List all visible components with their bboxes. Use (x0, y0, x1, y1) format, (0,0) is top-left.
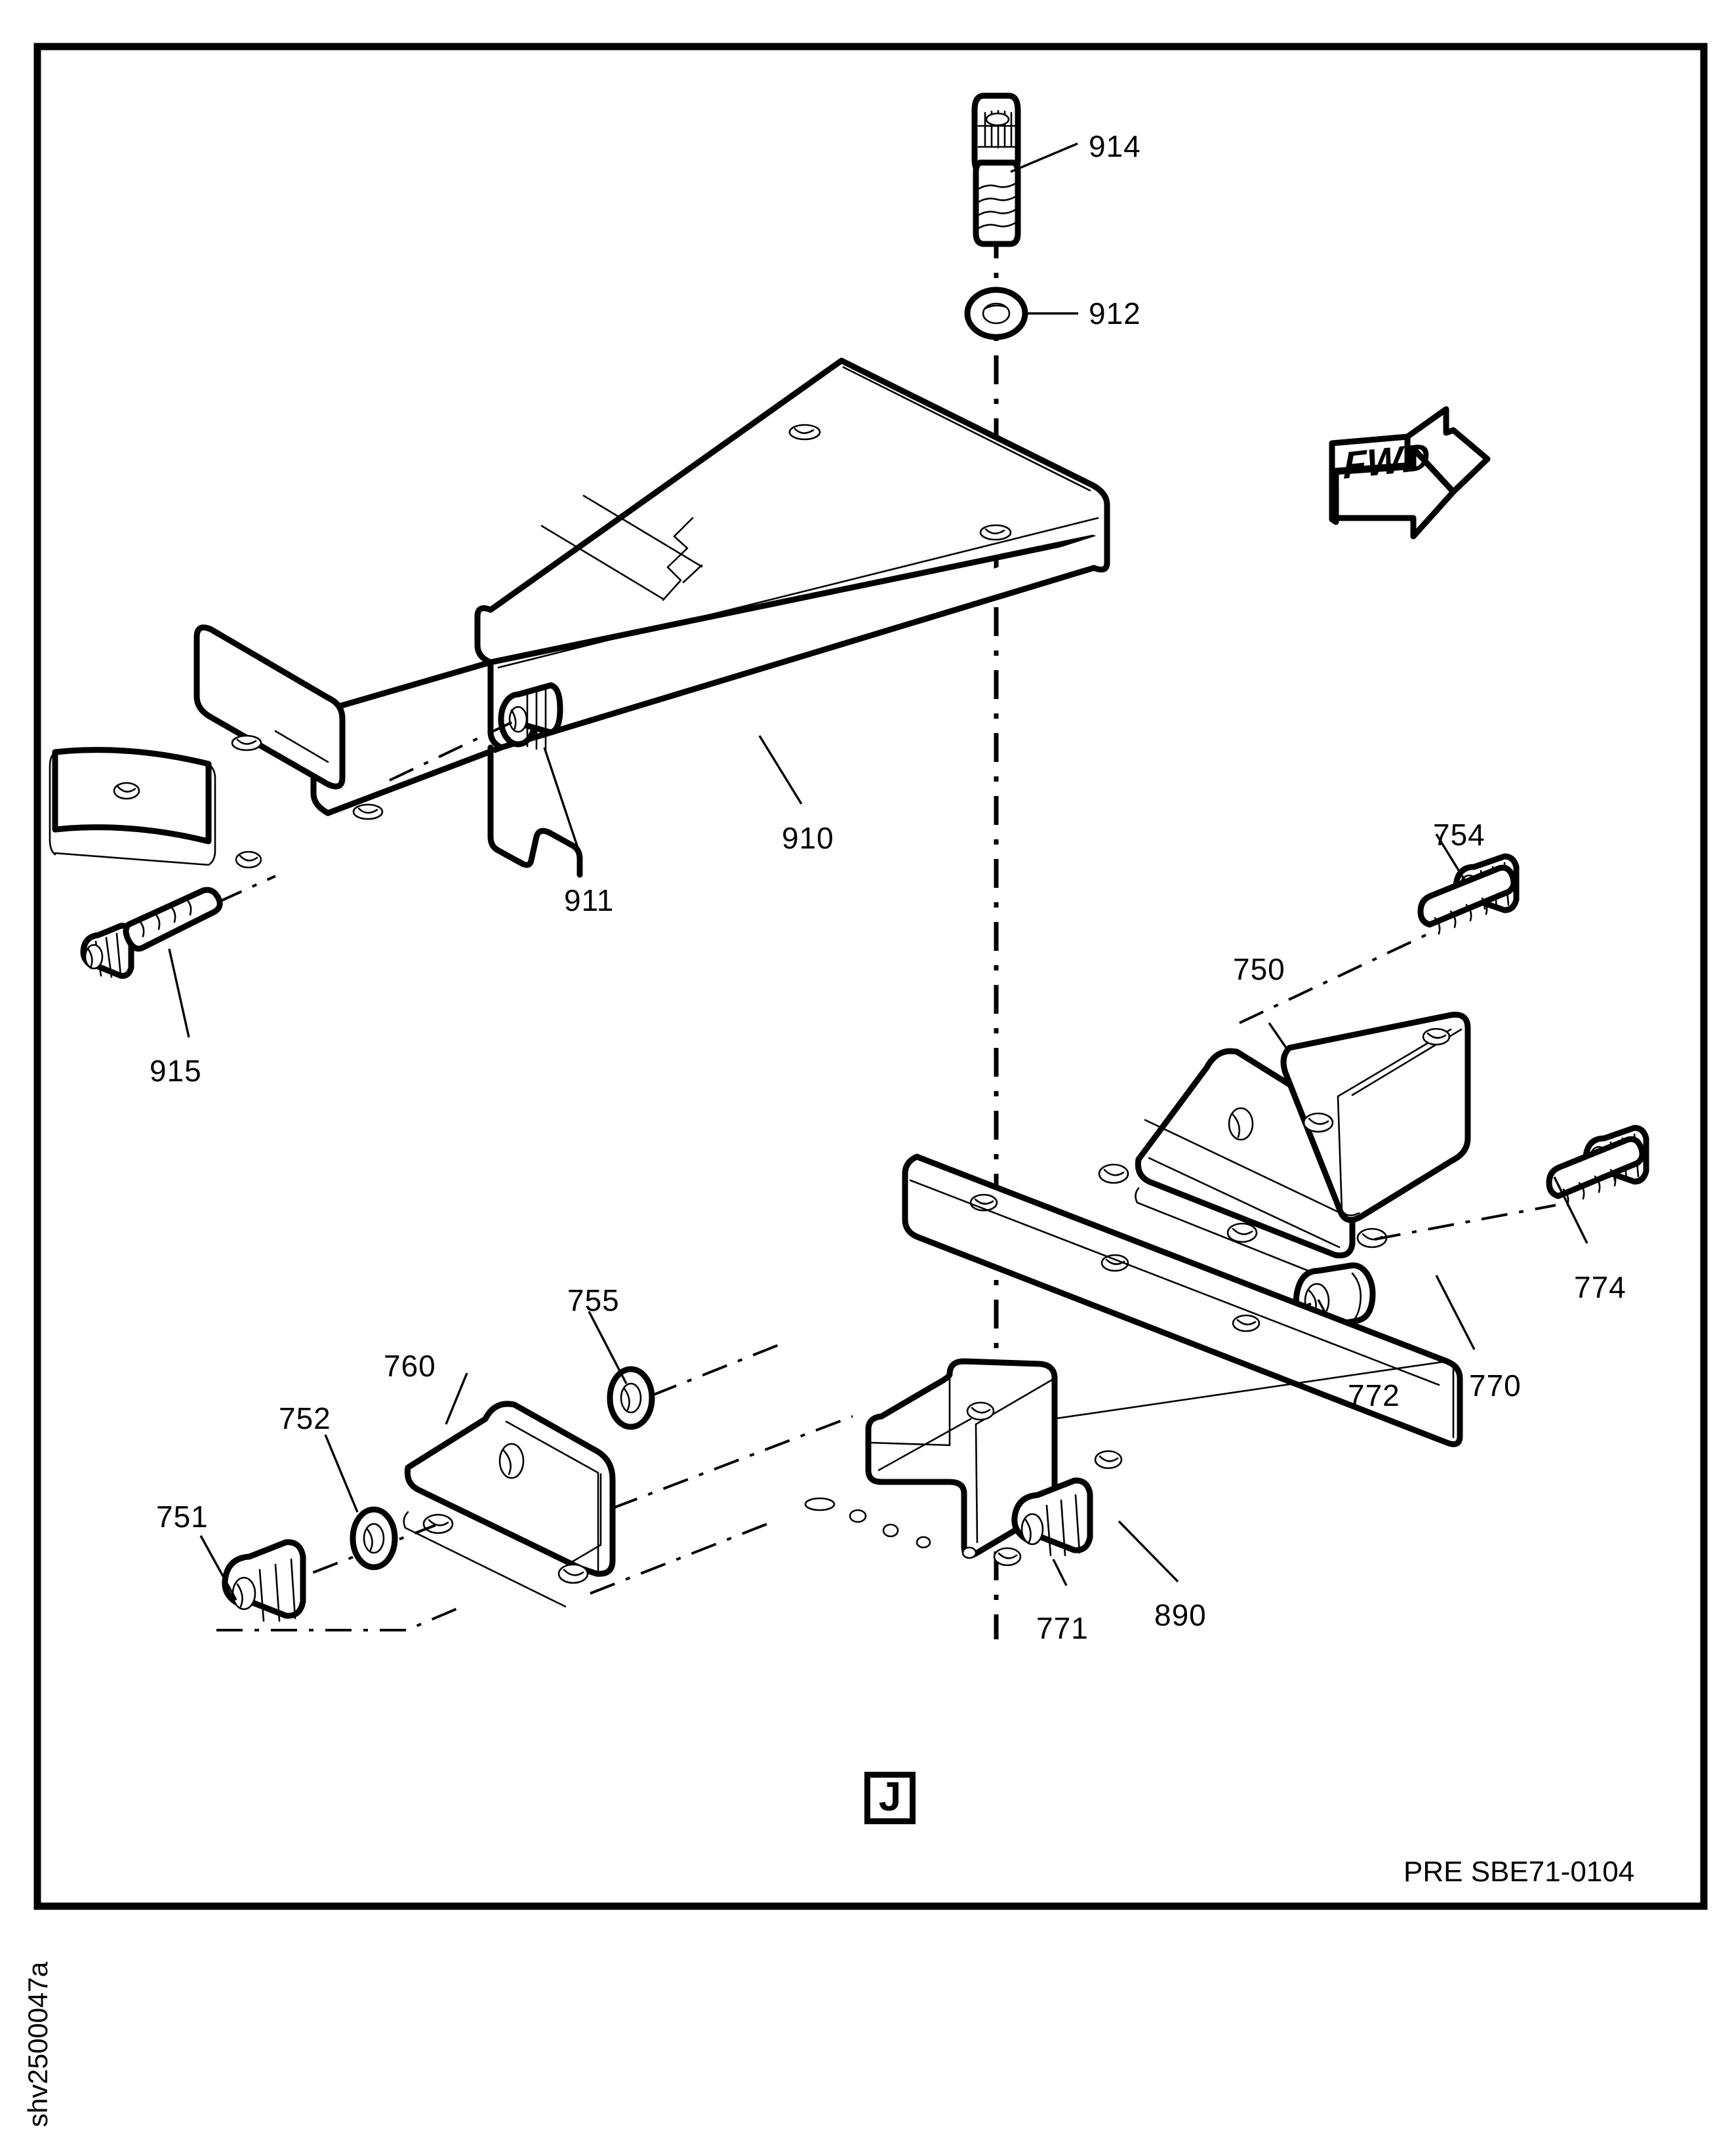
callout-770: 770 (1469, 1368, 1522, 1403)
center-angled-rail (902, 1153, 1463, 1447)
callout-751: 751 (156, 1500, 209, 1534)
callout-910: 910 (782, 821, 834, 855)
callout-771: 771 (1036, 1611, 1089, 1645)
part-752-flat-washer (324, 1434, 398, 1570)
part-910-mounting-plate (193, 357, 1110, 878)
part-755-flat-washer (588, 1311, 788, 1430)
sheet-border (33, 43, 1708, 1910)
part-754-flange-bolt (1239, 833, 1520, 1024)
callout-890: 890 (1154, 1598, 1207, 1632)
section-badge-letter: J (878, 1774, 902, 1820)
part-911-hex-flange-nut (389, 682, 581, 854)
callout-760: 760 (384, 1349, 436, 1383)
part-curved-backing-bar (49, 747, 262, 869)
break-symbol (540, 494, 703, 601)
part-770-mount-bracket-right (1280, 1011, 1476, 1350)
callout-750: 750 (1233, 952, 1285, 986)
section-badge: J (864, 1772, 916, 1824)
callout-911: 911 (564, 883, 615, 917)
part-912-flat-washer (964, 287, 1078, 340)
callout-914: 914 (1089, 129, 1141, 163)
svg-text:FWD: FWD (1343, 435, 1430, 487)
callout-774: 774 (1574, 1270, 1626, 1304)
part-751-hex-flange-nut (199, 1535, 306, 1622)
callout-912: 912 (1089, 296, 1141, 330)
part-771-hex-flange-nut (1011, 1477, 1093, 1586)
part-774-flange-bolt (1374, 1125, 1649, 1244)
callout-752: 752 (279, 1401, 331, 1435)
callout-754: 754 (1433, 818, 1485, 852)
part-914-flange-bolt (971, 92, 1078, 247)
sheet-side-code: shv2500047a (22, 1961, 53, 2127)
part-915-flange-bolt (80, 875, 276, 1038)
drawing-number-footer: PRE SBE71-0104 (1403, 1856, 1635, 1888)
callout-772: 772 (1348, 1378, 1400, 1412)
callout-755: 755 (567, 1283, 620, 1317)
part-890-base-bracket (804, 1358, 1179, 1583)
callout-915: 915 (150, 1054, 202, 1088)
fwd-text: FWD (1343, 435, 1430, 487)
fwd-direction-marker: FWD (1329, 406, 1491, 540)
part-760-pivot-bracket (216, 1372, 853, 1631)
